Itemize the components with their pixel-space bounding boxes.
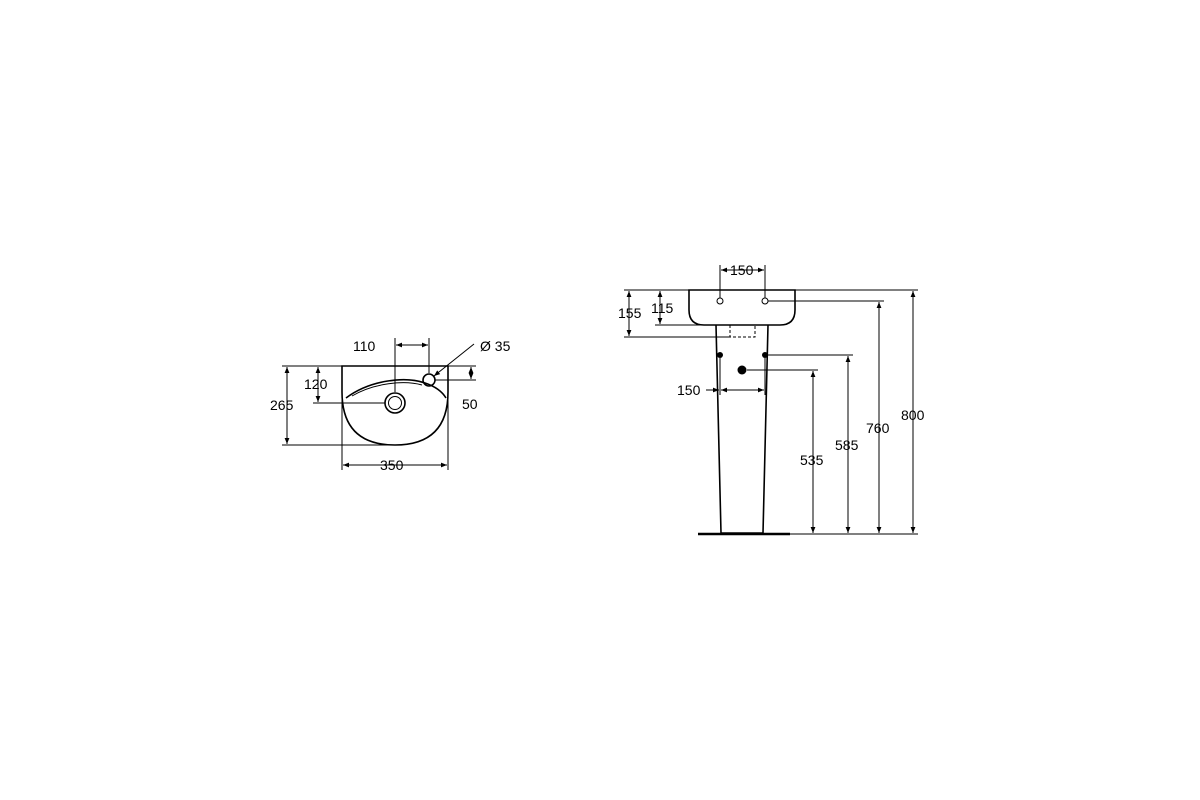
dim-tap-offset: 110 <box>353 338 376 354</box>
dim-tap-height: 760 <box>866 420 890 436</box>
dim-width: 350 <box>380 457 404 473</box>
dim-tap-depth: 115 <box>651 300 674 316</box>
dim-tap-spacing: 150 <box>730 262 754 278</box>
waste-outlet-inner <box>388 396 402 410</box>
trap-hidden-line <box>729 325 756 338</box>
basin-plan-view: 110 Ø 35 265 120 50 350 <box>270 338 511 473</box>
dim-waste-from-back: 120 <box>304 376 328 392</box>
pedestal-elevation-view: 150 155 115 150 535 585 760 800 <box>618 262 925 536</box>
dim-tap-from-back: 50 <box>462 396 478 412</box>
tap-hole-left <box>716 297 724 305</box>
basin-outline <box>341 365 449 446</box>
waste-outlet <box>737 365 747 375</box>
dim-depth: 265 <box>270 397 294 413</box>
fixing-point-right <box>762 352 768 358</box>
dim-fixing-height: 585 <box>835 437 859 453</box>
tap-hole-right <box>761 297 769 305</box>
basin-front-outline <box>688 289 796 326</box>
basin-bowl-contour <box>345 378 447 399</box>
fixing-point-left <box>717 352 723 358</box>
dim-basin-height: 155 <box>618 305 642 321</box>
dim-tap-hole-diameter: Ø 35 <box>480 338 511 354</box>
dim-overall-height: 800 <box>901 407 925 423</box>
pedestal-outline <box>715 324 769 534</box>
dim-waste-height: 535 <box>800 452 824 468</box>
dim-fixing-spacing: 150 <box>677 382 701 398</box>
basin-bowl-contour-inner <box>351 382 423 397</box>
